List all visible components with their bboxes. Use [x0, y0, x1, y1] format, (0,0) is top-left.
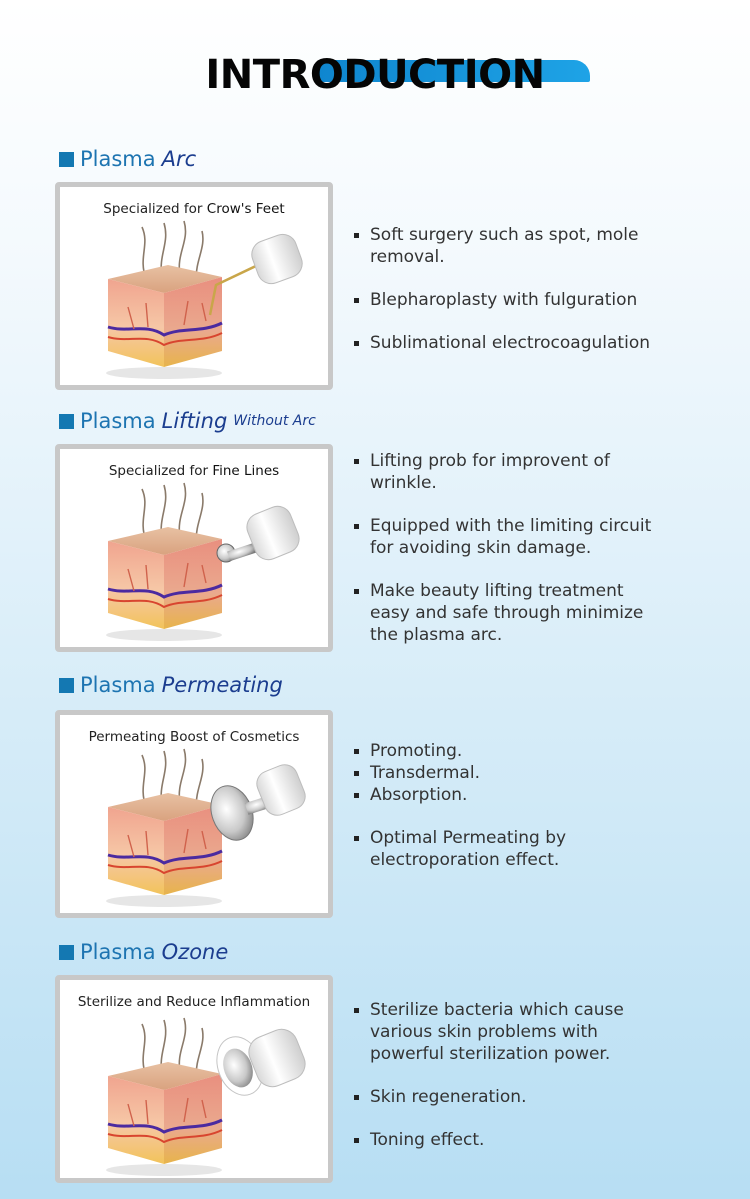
list-item: Promoting. [354, 740, 660, 762]
list-item: Toning effect. [354, 1129, 660, 1151]
section-title: Plasma Ozone [59, 937, 228, 967]
page-title: INTRODUCTION [205, 52, 545, 98]
card-label: Permeating Boost of Cosmetics [88, 729, 300, 745]
card-label: Specialized for Fine Lines [108, 463, 280, 479]
skin-layers-illustration-icon [104, 747, 306, 909]
list-item: Transdermal. [354, 762, 660, 784]
treatment-card: Permeating Boost of Cosmetics [55, 710, 333, 918]
section-title: Plasma Permeating [59, 670, 283, 700]
bullet-list: Soft surgery such as spot, mole removal.… [354, 224, 660, 354]
list-item: Blepharoplasty with fulguration [354, 289, 660, 311]
square-bullet-icon [59, 677, 74, 693]
plasma-arc-needle-probe-icon [208, 233, 303, 316]
plasma-permeating-probe-icon [210, 764, 306, 841]
plasma-lifting-probe-icon [216, 505, 300, 563]
bullet-list: Sterilize bacteria which cause various s… [354, 999, 660, 1151]
list-item: Sterilize bacteria which cause various s… [354, 999, 660, 1065]
list-item: Soft surgery such as spot, mole removal. [354, 224, 660, 268]
list-item: Skin regeneration. [354, 1086, 660, 1108]
square-bullet-icon [59, 944, 74, 960]
bullet-list: Promoting. Transdermal. Absorption. Opti… [354, 740, 660, 871]
list-item: Make beauty lifting treatment easy and s… [354, 580, 660, 646]
list-item: Lifting prob for improvent of wrinkle. [354, 450, 660, 494]
card-label: Sterilize and Reduce Inflammation [77, 994, 311, 1010]
title-accent-bar [318, 60, 590, 82]
list-item: Equipped with the limiting circuit for a… [354, 515, 660, 559]
section-title: Plasma Arc [59, 144, 196, 174]
bullet-list: Lifting prob for improvent of wrinkle. E… [354, 450, 660, 646]
square-bullet-icon [59, 151, 74, 167]
card-label: Specialized for Crow's Feet [103, 201, 285, 217]
plasma-ozone-probe-icon [216, 1028, 306, 1096]
skin-layers-illustration-icon [104, 481, 300, 643]
page-header: INTRODUCTION [0, 52, 750, 102]
list-item: Absorption. [354, 784, 660, 806]
section-title: Plasma Lifting Without Arc [59, 406, 316, 436]
treatment-card: Specialized for Crow's Feet [55, 182, 333, 390]
skin-layers-illustration-icon [104, 1016, 306, 1178]
list-item: Optimal Permeating by electroporation ef… [354, 827, 660, 871]
skin-layers-illustration-icon [104, 219, 303, 381]
treatment-card: Sterilize and Reduce Inflammation [55, 975, 333, 1183]
square-bullet-icon [59, 413, 74, 429]
list-item: Sublimational electrocoagulation [354, 332, 660, 354]
treatment-card: Specialized for Fine Lines [55, 444, 333, 652]
